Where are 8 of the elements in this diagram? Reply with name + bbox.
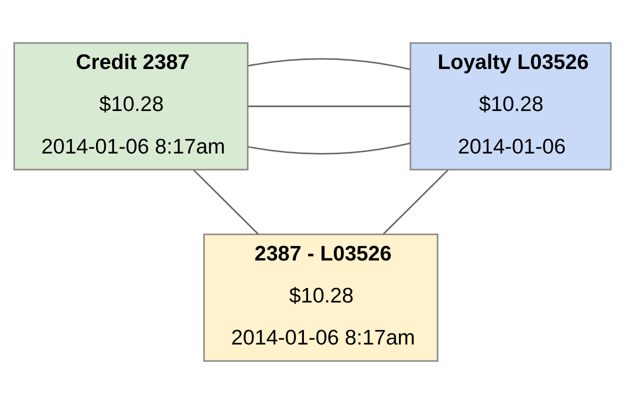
connector: [193, 170, 259, 235]
connector: [248, 142, 410, 154]
connector: [382, 170, 448, 235]
connector: [248, 58, 410, 70]
node-box: Credit 2387 $10.28 2014-01-06 8:17am: [13, 42, 248, 170]
connector: [248, 106, 410, 108]
node-box: 2387 - L03526 $10.28 2014-01-06 8:17am: [203, 234, 438, 362]
node-box: Loyalty L03526 $10.28 2014-01-06: [410, 42, 612, 170]
